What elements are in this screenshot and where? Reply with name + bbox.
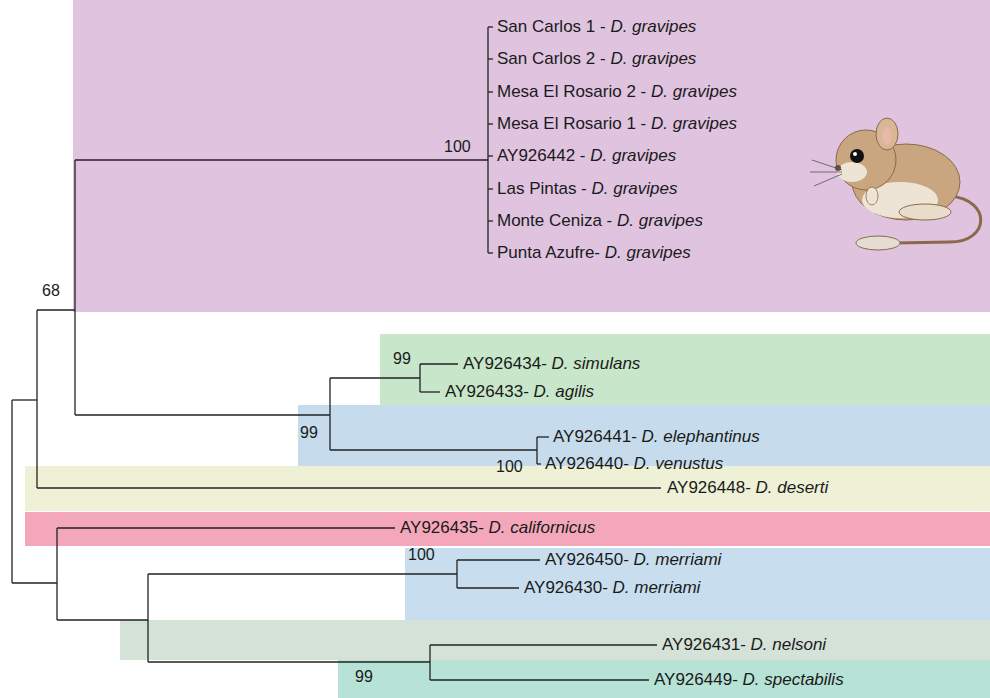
taxon-label: Las Pintas - D. gravipes — [497, 179, 677, 199]
taxon-label: San Carlos 2 - D. gravipes — [497, 49, 696, 69]
clade-band: AY926434- D. simulansAY926433- D. agilis — [380, 334, 990, 405]
taxon-label: AY926449- D. spectabilis — [654, 670, 844, 690]
bootstrap-value: 99 — [300, 424, 318, 442]
bootstrap-value: 100 — [496, 458, 523, 476]
clade-band: AY926431- D. nelsoni — [120, 620, 990, 660]
bootstrap-value: 99 — [393, 350, 411, 368]
taxon-label: Mesa El Rosario 2 - D. gravipes — [497, 82, 737, 102]
kangaroo-rat-illustration — [810, 118, 981, 250]
taxon-label: AY926430- D. merriami — [524, 578, 700, 598]
bootstrap-value: 99 — [355, 668, 373, 686]
bootstrap-value: 100 — [444, 138, 471, 156]
bootstrap-value: 100 — [408, 546, 435, 564]
clade-band: AY926441- D. elephantinusAY926440- D. ve… — [298, 405, 990, 466]
taxon-label: San Carlos 1 - D. gravipes — [497, 17, 696, 37]
taxon-label: AY926441- D. elephantinus — [553, 427, 760, 447]
clade-band: AY926449- D. spectabilis — [338, 660, 990, 698]
taxon-label: AY926450- D. merriami — [545, 550, 721, 570]
clade-band: AY926450- D. merriamiAY926430- D. merria… — [405, 548, 990, 620]
taxon-label: AY926435- D. californicus — [400, 518, 595, 538]
taxon-label: Mesa El Rosario 1 - D. gravipes — [497, 114, 737, 134]
taxon-label: AY926442 - D. gravipes — [497, 146, 676, 166]
taxon-label: Punta Azufre- D. gravipes — [497, 243, 691, 263]
taxon-label: AY926433- D. agilis — [445, 382, 594, 402]
taxon-label: AY926440- D. venustus — [545, 454, 723, 474]
clade-band: AY926435- D. californicus — [25, 512, 990, 546]
taxon-label: AY926431- D. nelsoni — [662, 635, 826, 655]
taxon-label: Monte Ceniza - D. gravipes — [497, 211, 703, 231]
taxon-label: AY926448- D. deserti — [667, 478, 828, 498]
tree-branches — [12, 27, 661, 680]
bootstrap-value: 68 — [42, 282, 60, 300]
taxon-label: AY926434- D. simulans — [463, 354, 640, 374]
